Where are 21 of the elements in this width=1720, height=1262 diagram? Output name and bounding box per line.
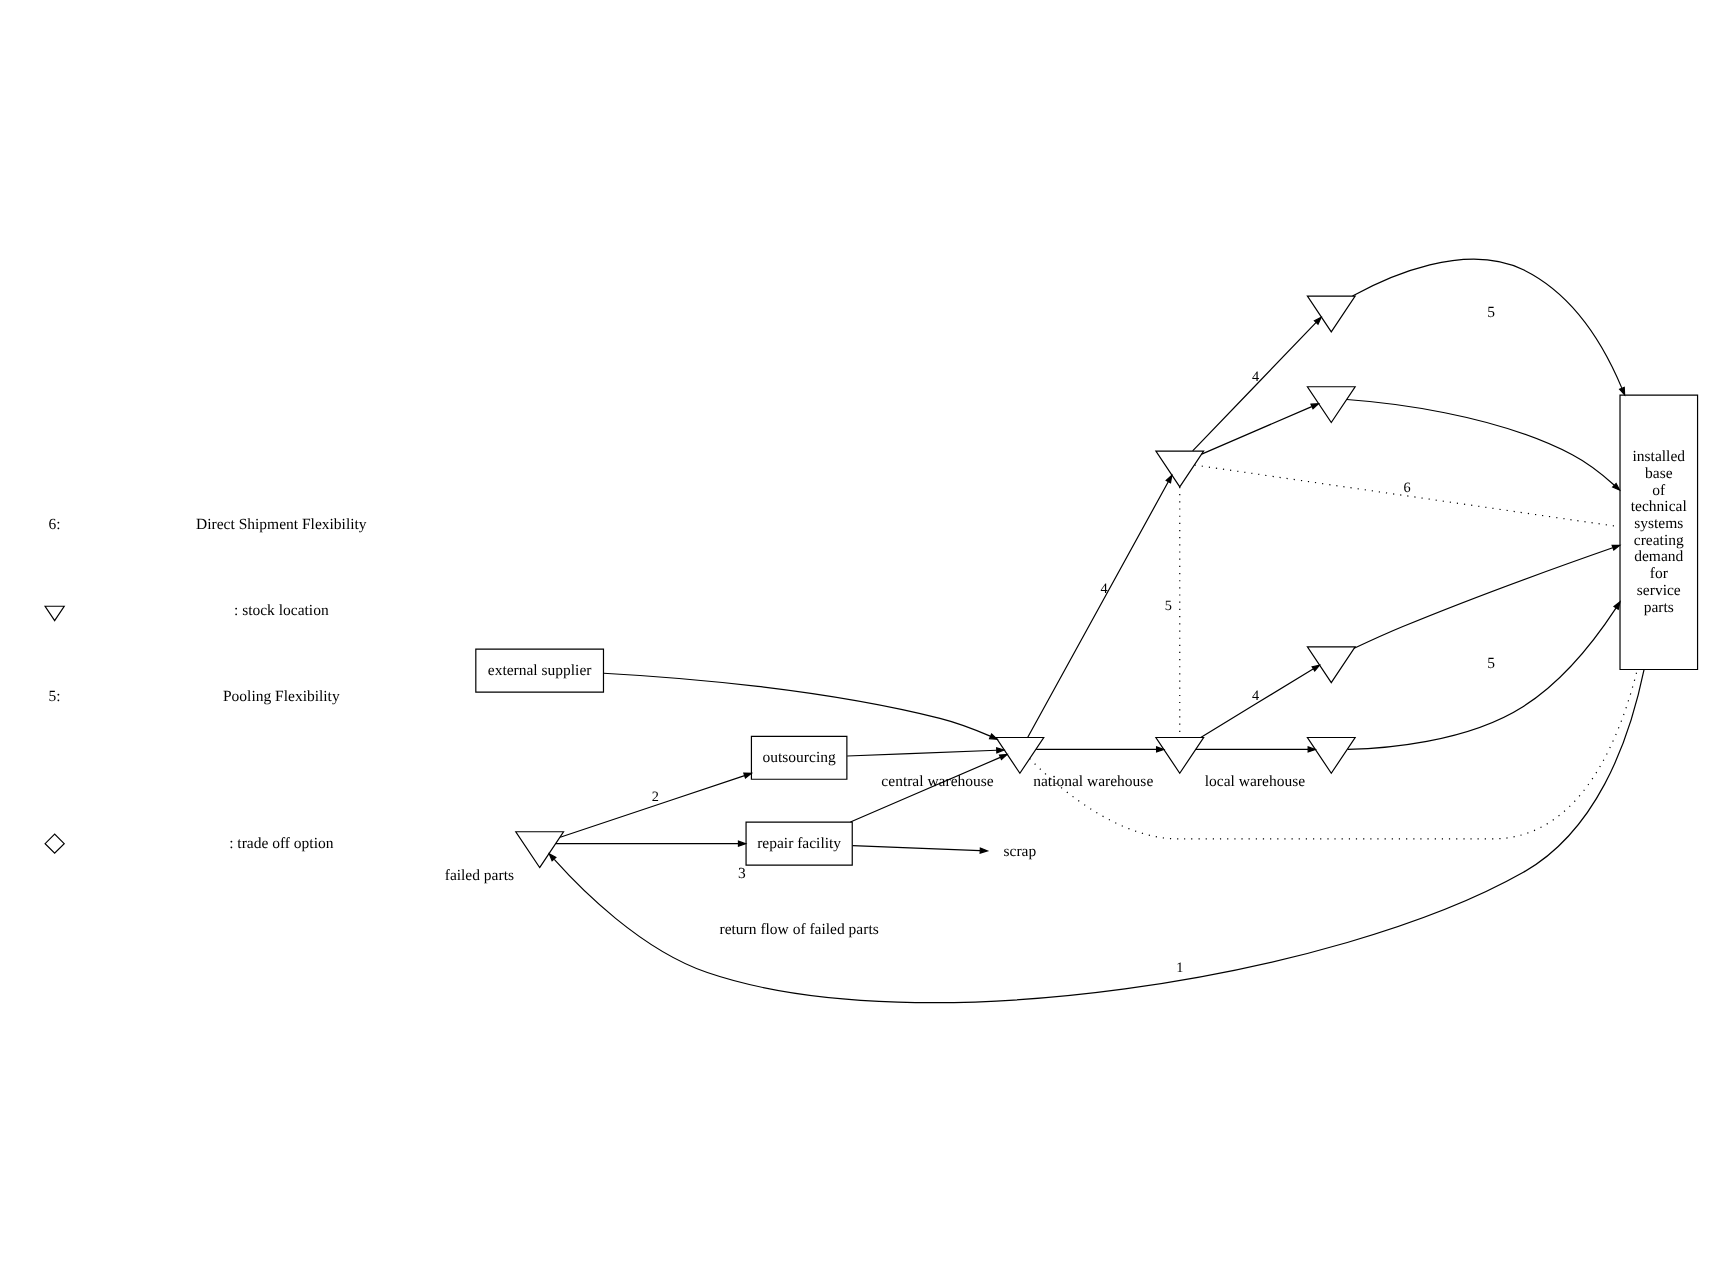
connector [1194,464,1621,528]
arrow [548,669,1645,1003]
node-triangle [1306,646,1357,684]
arrow [1201,402,1321,455]
arrow [559,772,754,838]
arrow [1200,664,1322,738]
arrow [1353,544,1622,649]
arrow [1192,315,1323,452]
arrow [603,672,999,740]
arrow [849,753,1009,823]
arrow [852,845,990,854]
node-triangle [1306,295,1357,333]
arrow [1195,746,1318,753]
arrow [555,840,748,848]
arrow [846,746,1006,757]
arrow [1351,258,1626,397]
arrow [1346,398,1621,492]
arrow [1035,746,1166,753]
arrow [1347,600,1621,750]
arrow [1027,473,1173,739]
connector [1029,669,1638,840]
